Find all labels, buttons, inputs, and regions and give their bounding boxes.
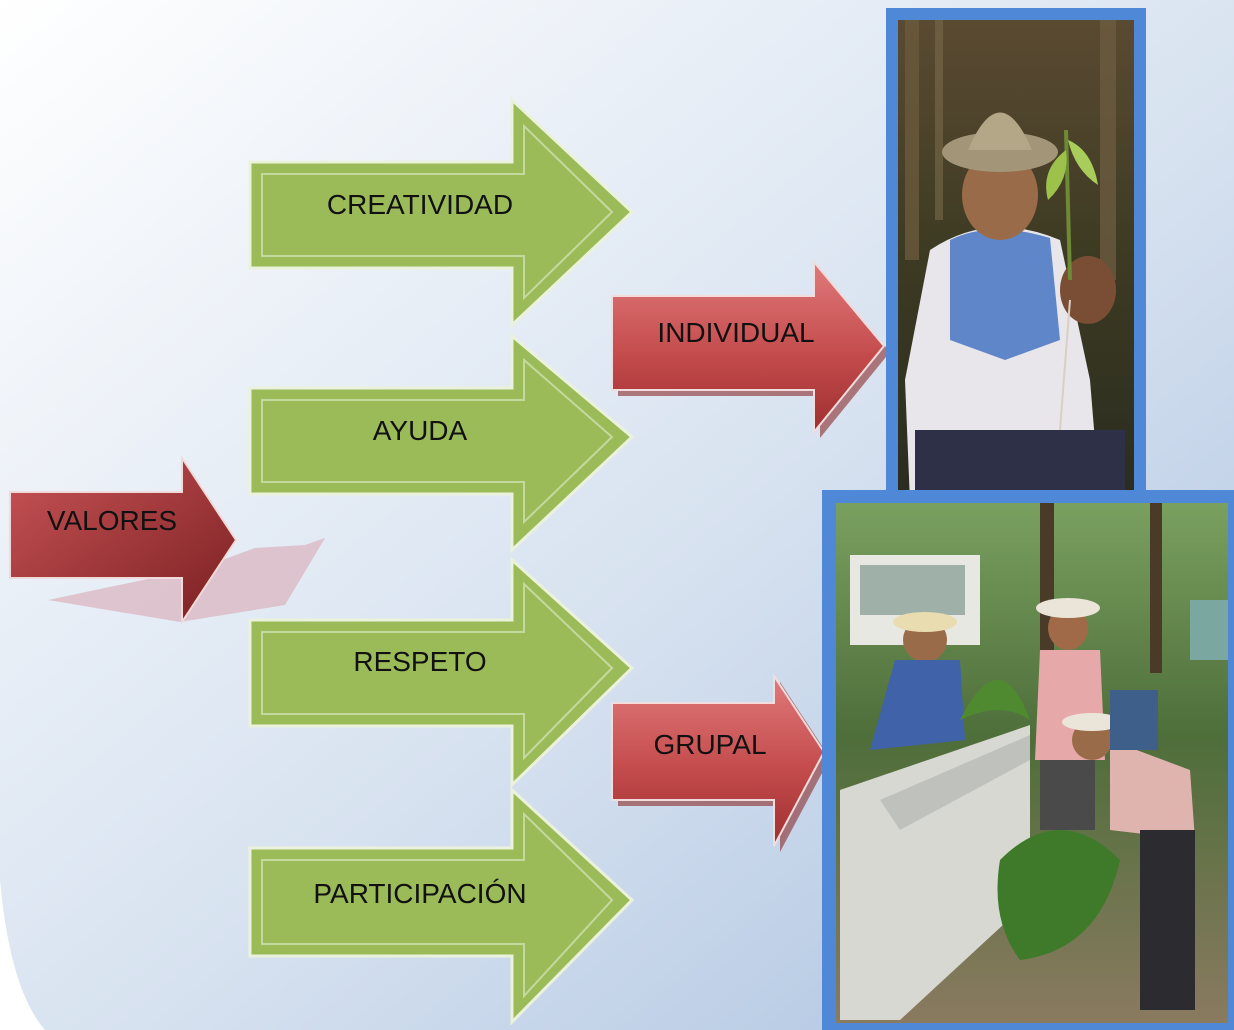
root-arrow-valores: VALORES — [9, 454, 325, 626]
scope-label: INDIVIDUAL — [657, 317, 814, 348]
value-arrow-creatividad: CREATIVIDAD — [248, 96, 635, 329]
background-curve — [0, 880, 45, 1030]
farmer-holding-seedling-photo — [886, 8, 1146, 514]
value-label: AYUDA — [373, 415, 468, 446]
value-arrow-ayuda: AYUDA — [248, 332, 635, 554]
value-label: RESPETO — [353, 646, 486, 677]
value-arrow-participacion: PARTICIPACIÓN — [248, 786, 635, 1026]
scope-arrow-individual: INDIVIDUAL — [611, 259, 890, 438]
value-label: CREATIVIDAD — [327, 189, 513, 220]
men-loading-seedlings-truck-photo — [822, 490, 1234, 1030]
value-arrow-respeto: RESPETO — [248, 556, 635, 789]
scope-label: GRUPAL — [653, 729, 766, 760]
root-label: VALORES — [47, 505, 177, 536]
value-label: PARTICIPACIÓN — [313, 878, 526, 909]
root-arrow-shape — [9, 454, 238, 626]
scope-arrow-grupal: GRUPAL — [611, 672, 830, 852]
